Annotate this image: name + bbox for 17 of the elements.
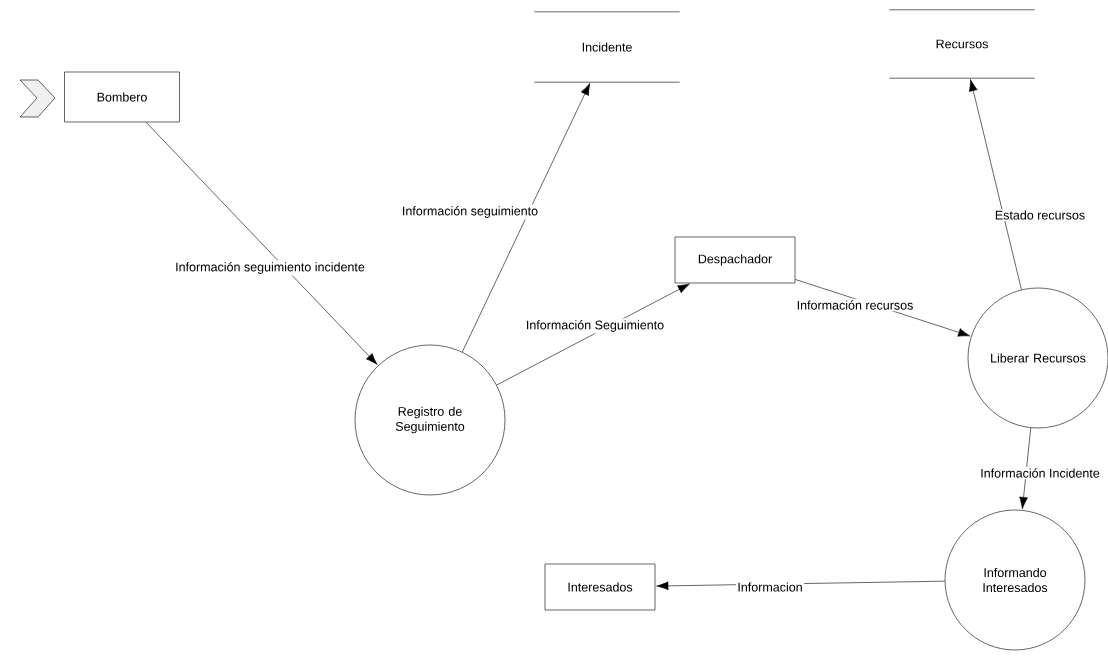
edge-label: Información seguimiento incidente — [173, 260, 367, 276]
arrow — [969, 79, 1022, 290]
data-store: Incidente — [534, 11, 680, 83]
arrow — [145, 122, 378, 365]
arrow — [1019, 427, 1032, 510]
edge-label: Información Seguimiento — [524, 318, 666, 334]
arrow — [462, 83, 591, 353]
edge-label: Estado recursos — [993, 208, 1087, 222]
entity-box: Despachador — [674, 236, 796, 284]
entity-box: Bombero — [64, 71, 180, 123]
edge-label: Información Incidente — [978, 466, 1102, 480]
edge-label: Informacion — [735, 580, 805, 594]
arrow — [496, 283, 690, 386]
edge-label: Información seguimiento — [400, 204, 540, 220]
entity-box: Interesados — [544, 563, 656, 611]
edge-label: Información recursos — [795, 298, 915, 312]
data-store: Recursos — [889, 9, 1035, 79]
